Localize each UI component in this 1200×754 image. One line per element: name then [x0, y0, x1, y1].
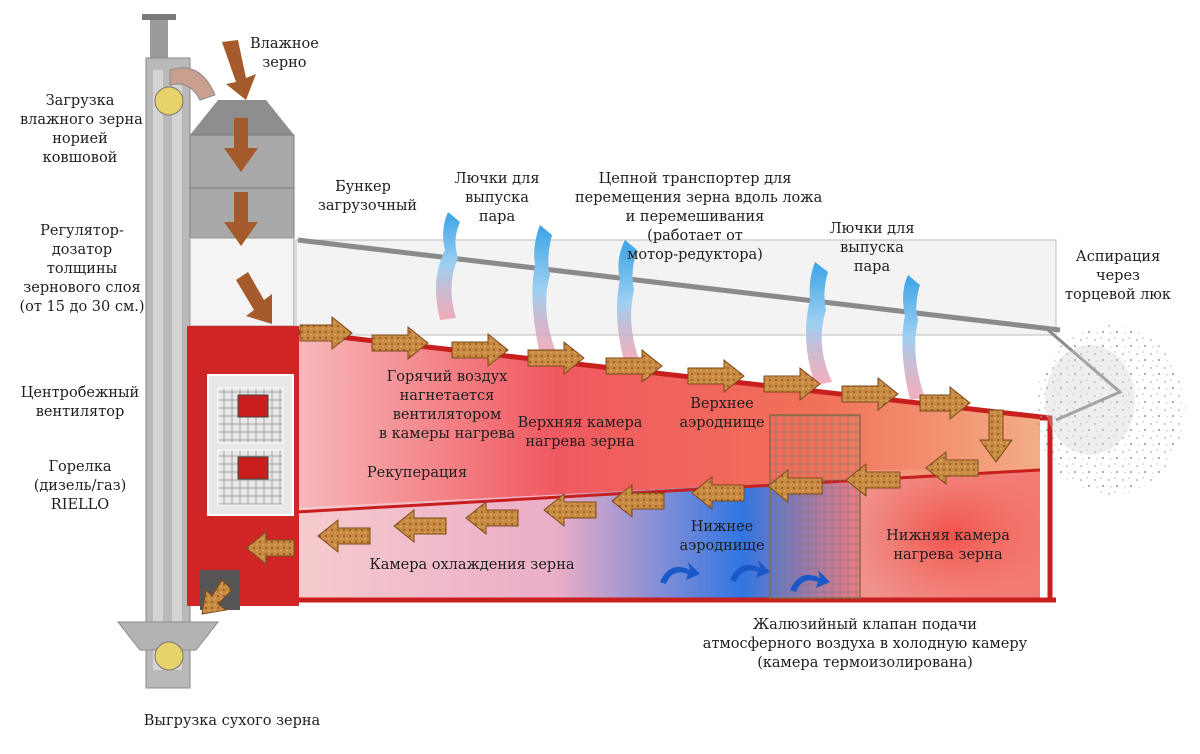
elevator-top-pulley — [154, 86, 184, 116]
grain-flow-arrow — [763, 366, 821, 402]
grain-flow-arrow — [611, 483, 665, 519]
grain-flow-arrow — [979, 409, 1013, 463]
grain-flow-arrow — [451, 332, 509, 368]
label-recuperation: Рекуперация — [366, 465, 468, 481]
air-swirl-arrow — [730, 560, 770, 582]
bucket-elevator — [116, 14, 220, 689]
grain-flow-arrow — [543, 492, 597, 528]
grain-flow-arrow — [317, 518, 371, 554]
air-swirl-arrow — [660, 562, 700, 584]
grain-flow-arrow — [527, 340, 585, 376]
grain-flow-arrow — [465, 500, 519, 536]
burner-unit — [237, 456, 269, 480]
grain-flow-lower — [201, 450, 979, 615]
label-hopper: Бункер загрузочный — [318, 179, 418, 214]
label-upper-aero: Верхнее аэроднище — [679, 396, 765, 431]
wet-grain-arrows — [222, 40, 272, 324]
label-louver-valve: Жалюзийный клапан подачи атмосферного во… — [702, 617, 1028, 671]
dryer-body — [295, 237, 1123, 603]
fan-burner-block — [187, 326, 299, 610]
label-aspiration: Аспирация через торцевой люк — [1064, 249, 1171, 303]
aspiration-dust — [1035, 325, 1185, 495]
grain-flow-arrow — [605, 348, 663, 384]
fresh-air-arrows — [660, 560, 830, 592]
steam-plume — [806, 262, 832, 385]
label-fan: Центробежный вентилятор — [20, 385, 140, 420]
label-dry-grain-unload: Выгрузка сухого зерна — [143, 713, 321, 729]
grain-flow-arrow — [919, 385, 971, 421]
grain-flow-arrow — [299, 315, 353, 351]
grain-flow-arrow — [767, 468, 823, 504]
steam-plumes — [436, 212, 925, 400]
wet-grain-arrow — [236, 272, 272, 324]
grain-flow-arrow — [845, 462, 901, 498]
fan-motor — [237, 394, 269, 418]
label-hot-air: Горячий воздух нагнетается вентилятором … — [378, 369, 516, 442]
label-chain-conveyor: Цепной транспортер для перемещения зерна… — [575, 171, 823, 263]
label-burner: Горелка (дизель/газ) RIELLO — [33, 459, 127, 513]
label-hatches-left: Лючки для выпуска пара — [454, 171, 540, 225]
grain-flow-arrow — [691, 475, 745, 511]
wet-grain-arrow — [224, 192, 258, 246]
label-upper-chamber: Верхняя камера нагрева зерна — [517, 415, 643, 450]
label-wet-grain: Влажное зерно — [250, 36, 319, 71]
grain-flow-arrow — [371, 325, 429, 361]
elevator-bottom-pulley — [154, 641, 184, 671]
steam-plume — [902, 275, 925, 400]
label-cooling-chamber: Камера охлаждения зерна — [369, 557, 575, 573]
grain-flow-arrow — [841, 376, 899, 412]
steam-plume — [532, 225, 556, 355]
grain-flow-arrow — [393, 508, 447, 544]
grain-flow-arrow — [245, 530, 295, 566]
grain-flow-arrow — [201, 579, 233, 615]
wet-grain-arrow — [222, 40, 256, 100]
label-lower-aero: Нижнее аэроднище — [679, 519, 765, 554]
air-swirl-arrow — [790, 570, 830, 592]
grain-flow-arrow — [925, 450, 979, 486]
grain-flow-arrow — [687, 358, 745, 394]
label-hatches-right: Лючки для выпуска пара — [829, 221, 915, 275]
label-regulator: Регулятор- дозатор толщины зернового сло… — [19, 223, 145, 315]
grain-flow-upper — [299, 315, 1013, 463]
steam-plume — [616, 240, 640, 365]
label-loading-elevator: Загрузка влажного зерна норией ковшовой — [20, 93, 143, 166]
label-lower-chamber: Нижняя камера нагрева зерна — [886, 528, 1010, 563]
steam-plume — [436, 212, 460, 320]
wet-grain-arrow — [224, 118, 258, 172]
